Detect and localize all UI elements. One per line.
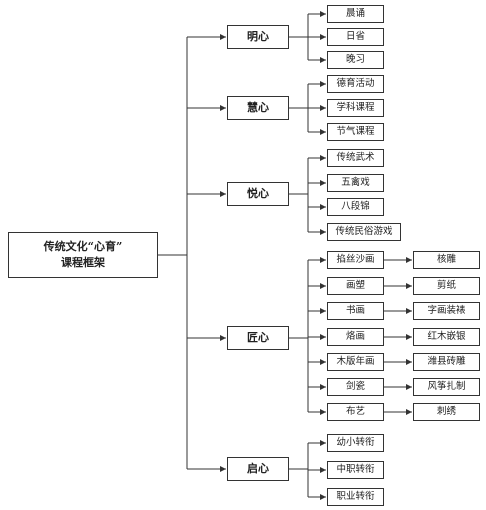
category-jiangxin: 匠心 [227, 326, 289, 350]
leaf-jiangxin-6: 剑瓷 [327, 378, 384, 396]
category-qixin: 启心 [227, 457, 289, 481]
category-huixin: 慧心 [227, 96, 289, 120]
leaf-minsu-youxi: 传统民俗游戏 [327, 223, 401, 241]
leaf-deyu-huodong: 德育活动 [327, 75, 384, 93]
leaf-jieqi-kecheng: 节气课程 [327, 123, 384, 141]
leaf-jiangxin-1: 掐丝沙画 [327, 251, 384, 269]
leaf-jiangxin-4: 烙画 [327, 328, 384, 346]
root-title-line1: 传统文化“心育” [43, 240, 123, 253]
leaf-chuantong-wushu: 传统武术 [327, 149, 384, 167]
leaf-jiangxin-3: 书画 [327, 302, 384, 320]
leaf-chensong: 晨诵 [327, 5, 384, 23]
leaf-sub-1: 核雕 [413, 251, 480, 269]
leaf-wanxi: 晚习 [327, 51, 384, 69]
leaf-jiangxin-7: 布艺 [327, 403, 384, 421]
leaf-sub-3: 字画装裱 [413, 302, 480, 320]
leaf-rixing: 日省 [327, 28, 384, 46]
leaf-wuqinxi: 五禽戏 [327, 174, 384, 192]
leaf-youxiao-zhuanxian: 幼小转衔 [327, 434, 384, 452]
leaf-sub-2: 剪纸 [413, 277, 480, 295]
leaf-baduanjin: 八段锦 [327, 198, 384, 216]
leaf-jiangxin-5: 木版年画 [327, 353, 384, 371]
leaf-jiangxin-2: 画塑 [327, 277, 384, 295]
leaf-sub-5: 潍县砖雕 [413, 353, 480, 371]
root-title-line2: 课程框架 [61, 256, 105, 269]
category-mingxin: 明心 [227, 25, 289, 49]
category-yuexin: 悦心 [227, 182, 289, 206]
leaf-sub-4: 红木嵌银 [413, 328, 480, 346]
leaf-xueke-kecheng: 学科课程 [327, 99, 384, 117]
leaf-sub-7: 刺绣 [413, 403, 480, 421]
leaf-zhongzhi-zhuanxian: 中职转衔 [327, 461, 384, 479]
leaf-sub-6: 风筝扎制 [413, 378, 480, 396]
leaf-zhiye-zhuanxian: 职业转衔 [327, 488, 384, 506]
root-node: 传统文化“心育” 课程框架 [8, 232, 158, 278]
